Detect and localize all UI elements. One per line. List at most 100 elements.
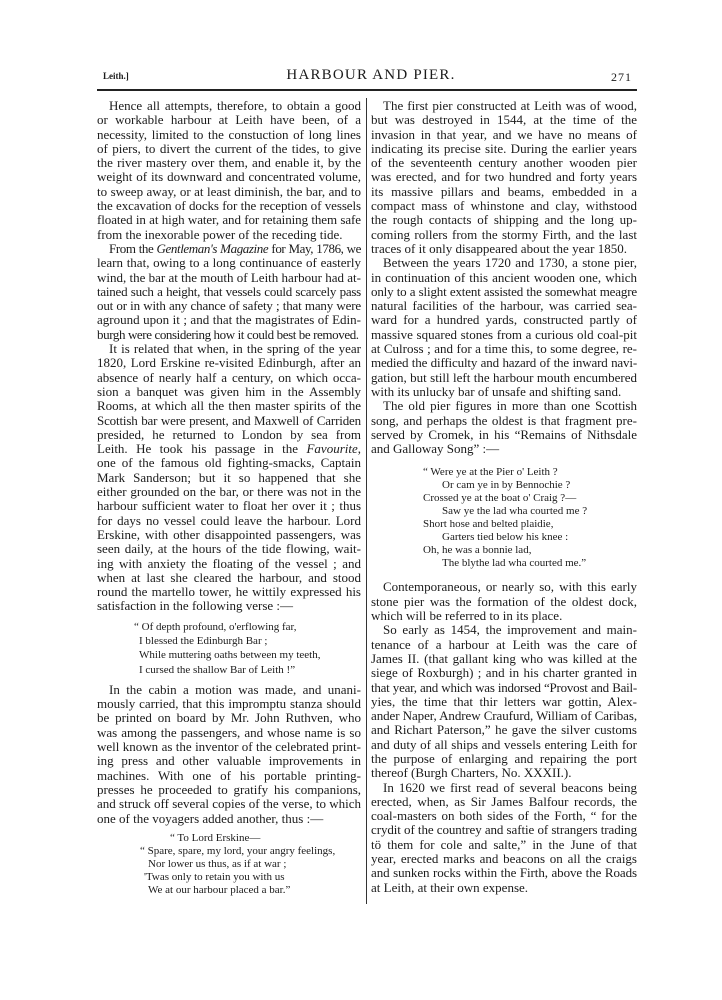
verse-line: Nor lower us thus, as if at war ; bbox=[148, 857, 287, 870]
text-line: medied the difficulty and hazard of the … bbox=[371, 355, 637, 371]
verse-quotation: “ Of depth profound, o'erflowing far,I b… bbox=[97, 620, 361, 677]
paragraph: In 1620 we first read of several beacons… bbox=[371, 779, 637, 895]
text-line: machines. With one of his portable print… bbox=[97, 767, 361, 783]
paragraph: The old pier figures in more than one Sc… bbox=[371, 398, 637, 457]
text-line: that year, and which was indorsed “Provo… bbox=[371, 679, 637, 695]
text-line: burgh were considering how it could best… bbox=[97, 326, 359, 342]
text-line: at Culross ; and for a time this, to som… bbox=[371, 341, 637, 357]
text-line: was erected, and for two hundred and for… bbox=[371, 169, 637, 185]
text-line: crydit of the countrey and saftie of str… bbox=[371, 822, 637, 838]
text-line: and Richart Paterson,” he gave the silve… bbox=[371, 722, 637, 738]
text-line: learn that, owing to a long continuance … bbox=[97, 255, 361, 271]
text-line: or workable harbour at Leith have been, … bbox=[97, 112, 361, 128]
verse-line: Or cam ye in by Bennochie ? bbox=[442, 479, 571, 492]
verse-line: Oh, he was a bonnie lad, bbox=[423, 544, 532, 557]
text-line: floated in at high water, and for retain… bbox=[97, 212, 361, 228]
text-line: From the Gentleman's Magazine for May, 1… bbox=[97, 240, 362, 256]
text-line: Between the years 1720 and 1730, a stone… bbox=[383, 255, 637, 271]
text-segment: From the bbox=[109, 240, 157, 256]
right-column: The first pier constructed at Leith was … bbox=[371, 98, 637, 895]
text-line: weight of its downward and concentrated … bbox=[97, 169, 361, 185]
column-divider bbox=[366, 98, 367, 904]
text-line: yies, the time that thir letters war got… bbox=[371, 693, 637, 709]
italic-title: Gentleman's Magazine bbox=[156, 240, 269, 256]
text-line: In 1620 we first read of several beacons… bbox=[383, 779, 637, 795]
text-line: seen daily, at the hours of the tide flo… bbox=[97, 541, 361, 557]
text-line: was among the passengers, and whose name… bbox=[97, 724, 361, 740]
text-line: of piers, to divert the current of the t… bbox=[97, 140, 361, 156]
text-line: Erskine, with other disappointed passeng… bbox=[97, 526, 361, 542]
text-line: indicating its precise site. During the … bbox=[371, 140, 637, 156]
paragraph: Contemporaneous, or nearly so, with this… bbox=[371, 580, 637, 623]
text-line: It is related that when, in the spring o… bbox=[109, 341, 361, 357]
text-line: one of the voyagers added another, thus … bbox=[97, 810, 324, 826]
text-segment: , bbox=[357, 441, 361, 457]
text-line: ing with anxiety the floating of the ves… bbox=[97, 555, 361, 571]
verse-line: Short hose and belted plaidie, bbox=[423, 518, 554, 531]
text-line: gation, but still left the harbour mouth… bbox=[371, 369, 637, 385]
text-line: ing press and other valuable improvement… bbox=[97, 753, 361, 769]
text-line: massive squared stones from a curious ol… bbox=[371, 326, 637, 342]
text-line: the river mastery over them, and enable … bbox=[97, 155, 361, 171]
text-line: and Galloway Song” :— bbox=[371, 441, 500, 457]
text-line: the rough contacts of shipping and the l… bbox=[371, 212, 637, 228]
paragraph: Hence all attempts, therefore, to obtain… bbox=[97, 98, 361, 242]
text-line: The first pier constructed at Leith was … bbox=[383, 98, 637, 113]
text-line: sion a banquet was given him in the Asse… bbox=[97, 383, 361, 399]
text-line: to sweep away, or at least diminish, the… bbox=[97, 183, 361, 199]
text-line: invasion in that year, and we have no me… bbox=[371, 126, 637, 142]
paragraph: From the Gentleman's Magazine for May, 1… bbox=[97, 240, 362, 342]
text-line: presided, he returned to London by sea f… bbox=[97, 426, 361, 442]
text-line: but was destroyed in 1544, at the time o… bbox=[371, 112, 637, 128]
text-segment: for May, 1786, we bbox=[268, 240, 362, 256]
verse-heading: “ To Lord Erskine— bbox=[170, 831, 261, 844]
text-line: tained such a height, that vessels could… bbox=[97, 283, 361, 299]
text-line: well known as the inventor of the celebr… bbox=[97, 739, 361, 755]
text-line: round the martello tower, he wittily exp… bbox=[97, 584, 361, 600]
text-line: Leith. He took his passage in the Favour… bbox=[97, 441, 361, 457]
text-line: and duty of all ships and vessels enteri… bbox=[371, 736, 637, 752]
text-line: either grounded on the bar, or there was… bbox=[97, 484, 361, 500]
paragraph: The first pier constructed at Leith was … bbox=[371, 98, 637, 256]
text-line: when at last she cleared the harbour, an… bbox=[97, 569, 361, 585]
text-line: mously carried, that this impromptu stan… bbox=[97, 696, 361, 712]
text-line: erected, when, as Sir James Balfour reco… bbox=[371, 793, 637, 809]
text-line: for days no vessel could leave the harbo… bbox=[97, 512, 361, 528]
text-line: song, and perhaps the oldest is that fra… bbox=[371, 412, 637, 428]
text-line: natural facilities of the harbour, was c… bbox=[371, 298, 637, 314]
verse-line: “ Of depth profound, o'erflowing far, bbox=[134, 620, 297, 633]
text-line: only to a slight extent assisted the som… bbox=[371, 283, 637, 299]
verse-quotation: “ To Lord Erskine—“ Spare, spare, my lor… bbox=[97, 832, 361, 897]
text-line: presses he proceeded to gratify his comp… bbox=[97, 781, 361, 797]
text-line: satisfaction in the following verse :— bbox=[97, 598, 294, 614]
text-line: aground upon it ; and that the magistrat… bbox=[97, 312, 361, 328]
text-line: stone pier was the formation of the olde… bbox=[371, 593, 637, 609]
text-line: the purpose of enlarging and repairing t… bbox=[371, 750, 637, 766]
text-line: James II. (that gallant king who was kil… bbox=[371, 650, 637, 666]
text-line: thereof (Burgh Charters, No. XXXII.). bbox=[371, 765, 572, 781]
text-line: compact mass of whinstone and clay, with… bbox=[371, 198, 637, 214]
header-rule bbox=[97, 89, 637, 91]
text-line: Rooms, at which all the then master spir… bbox=[97, 398, 361, 414]
text-line: ander Naper, Andrew Craufurd, William of… bbox=[371, 708, 637, 724]
text-line: which will be referred to in its place. bbox=[371, 608, 563, 624]
text-line: Scottish bar were present, and Maxwell o… bbox=[97, 412, 361, 428]
text-line: served by Cromek, in his “Remains of Nit… bbox=[371, 426, 637, 442]
text-line: necessity, limited to the constuction of… bbox=[97, 126, 361, 142]
text-line: be printed on board by Mr. John Ruthven,… bbox=[97, 710, 361, 726]
text-line: at Leith, at their own expense. bbox=[371, 879, 529, 895]
verse-line: 'Twas only to retain you with us bbox=[144, 870, 285, 883]
text-line: with its unlucky bar of unsafe and shift… bbox=[371, 383, 622, 399]
italic-title: Favourite bbox=[306, 441, 358, 457]
text-line: one of the famous old fighting-smacks, C… bbox=[97, 455, 361, 471]
text-line: its massive pillars and beams, embedded … bbox=[371, 183, 637, 199]
text-line: The old pier figures in more than one Sc… bbox=[383, 398, 637, 414]
text-line: tenance of a harbour at Leith was the ca… bbox=[371, 636, 637, 652]
text-line: Mark Sanderson; but it so happened that … bbox=[97, 469, 361, 485]
text-line: wind, the bar at the mouth of Leith harb… bbox=[97, 269, 361, 285]
text-line: Contemporaneous, or nearly so, with this… bbox=[383, 579, 637, 595]
verse-line: We at our harbour placed a bar.” bbox=[148, 883, 291, 896]
page-number: 271 bbox=[611, 70, 632, 84]
text-line: ward for a hundred yards, constructed pa… bbox=[371, 312, 637, 328]
text-line: Hence all attempts, therefore, to obtain… bbox=[109, 98, 361, 113]
